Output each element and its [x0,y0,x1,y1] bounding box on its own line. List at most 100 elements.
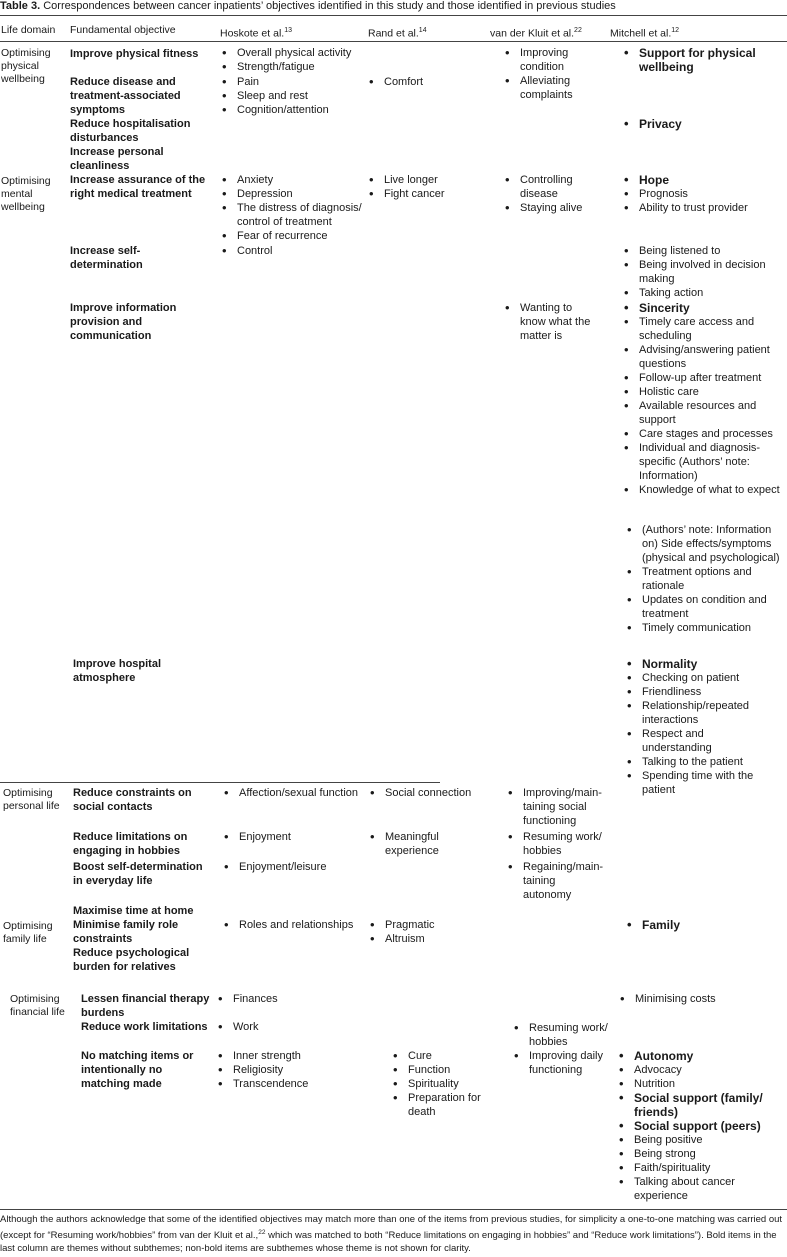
list-item: The distress of diagnosis/ control of tr… [220,201,370,229]
header-rand: Rand et al.14 [368,24,427,41]
objective-family-role: Minimise family role constraints [73,919,179,945]
list-item: Fight cancer [367,187,485,201]
header-mitchell: Mitchell et al.12 [610,24,679,41]
list-item: Affection/sexual function [222,786,372,800]
header-hoskote: Hoskote et al.13 [220,24,292,41]
list-item: Meaningful experience [368,830,468,858]
list-item: Being positive [617,1133,785,1147]
footnote-ref: 22 [258,1229,266,1236]
list-item: Minimising costs [618,992,778,1006]
header-rand-ref: 14 [418,27,427,34]
objective-no-matching: No matching items or intentionally no ma… [81,1050,194,1090]
list-item: Advising/answering patient questions [622,343,782,371]
objective-information-provision: Improve information provision and commun… [70,302,177,342]
hoskote-boost-list: Enjoyment/leisure [222,860,372,874]
list-item: Spending time with the patient [625,769,775,797]
mitchell-assurance-list: HopePrognosisAbility to trust provider [622,173,772,215]
mitchell-atmosphere-list: NormalityChecking on patientFriendliness… [625,657,775,797]
bottom-rule [0,1209,787,1210]
list-item: Sincerity [622,301,782,315]
list-item: Treatment options and rationale [625,565,780,593]
list-item: Regaining/main-taining autonomy [506,860,606,902]
list-item: Checking on patient [625,671,775,685]
list-item: Finances [216,992,366,1006]
hoskote-work-list: Work [216,1020,366,1034]
list-item: Improving condition [503,46,603,74]
list-item: Ability to trust provider [622,201,772,215]
objective-physical-fitness: Improve physical fitness [70,48,199,60]
header-vdk-label: van der Kluit et al. [490,27,575,40]
vdk-fitness-list: Improving conditionAlleviating complaint… [503,46,603,102]
list-item: Strength/fatigue [220,60,368,74]
list-item: Roles and relationships [222,918,372,932]
list-item: Controlling disease [503,173,603,201]
personal-life-separator [0,782,440,783]
list-item: Social connection [368,786,478,800]
objective-hospitalisation-disturbances: Reduce hospitalisation disturbances [70,118,191,144]
header-rand-label: Rand et al. [368,27,419,40]
list-item: Talking about cancer experience [617,1175,785,1203]
header-mitchell-label: Mitchell et al. [610,27,672,40]
hoskote-role-list: Roles and relationships [222,918,372,932]
objective-time-at-home: Maximise time at home [73,905,194,917]
table-title: Correspondences between cancer inpatient… [43,0,616,12]
mitchell-selfdet-list: Being listened toBeing involved in decis… [622,244,772,300]
hoskote-assurance-list: AnxietyDepressionThe distress of diagnos… [220,173,370,243]
list-item: Transcendence [216,1077,366,1091]
hoskote-fitness-list: Overall physical activityStrength/fatigu… [220,46,368,74]
header-hoskote-label: Hoskote et al. [220,27,285,40]
rand-hobbies-list: Meaningful experience [368,830,468,858]
table-footnote: Although the authors acknowledge that so… [0,1213,787,1255]
list-item: Timely communication [625,621,780,635]
list-item: Pragmatic [368,918,478,932]
list-item: Social support (family/ friends) [617,1091,785,1119]
list-item: Talking to the patient [625,755,775,769]
domain-mental: Optimising mental wellbeing [1,175,51,213]
list-item: Prognosis [622,187,772,201]
list-item: Pain [220,75,368,89]
objective-boost-self-determination: Boost self-determination in everyday lif… [73,861,203,887]
domain-family: Optimising family life [3,920,53,945]
list-item: Social support (peers) [617,1119,785,1133]
list-item: Sleep and rest [220,89,368,103]
list-item: Knowledge of what to expect [622,483,782,497]
objective-assurance-treatment: Increase assurance of the right medical … [70,174,206,200]
domain-financial: Optimising financial life [10,993,65,1018]
list-item: Individual and diagnosis-specific (Autho… [622,441,782,483]
list-item: Improving daily functioning [512,1049,612,1077]
table-caption: Table 3. Correspondences between cancer … [0,0,787,13]
footnote-part1: Although the authors acknowledge that so… [0,1214,783,1242]
header-vdk: van der Kluit et al.22 [490,24,582,41]
header-hoskote-ref: 13 [284,27,292,34]
list-item: Comfort [367,75,485,89]
list-item: Privacy [622,117,762,131]
list-item: Timely care access and scheduling [622,315,782,343]
list-item: Improving/main-taining social functionin… [506,786,606,828]
hoskote-social-list: Affection/sexual function [222,786,372,800]
mitchell-fitness-list: Support for physical wellbeing [622,46,762,74]
list-item: Overall physical activity [220,46,368,60]
list-item: Enjoyment [222,830,372,844]
objective-personal-cleanliness: Increase personal cleanliness [70,146,164,172]
list-item: Relationship/repeated interactions [625,699,775,727]
list-item: Staying alive [503,201,603,215]
footnote-part2: which was matched to both “Reduce limita… [0,1230,777,1255]
rand-disease-list: Comfort [367,75,485,89]
hoskote-disease-list: PainSleep and restCognition/attention [220,75,368,117]
list-item: Inner strength [216,1049,366,1063]
mitchell-privacy-list: Privacy [622,117,762,131]
list-item: Resuming work/ hobbies [512,1021,612,1049]
vdk-info-list: Wanting to know what the matter is [503,301,598,343]
objective-social-contacts: Reduce constraints on social contacts [73,787,192,813]
list-item: Cure [391,1049,486,1063]
list-item: Fear of recurrence [220,229,370,243]
list-item: Work [216,1020,366,1034]
list-item: Anxiety [220,173,370,187]
objective-disease-symptoms: Reduce disease and treatment-associated … [70,76,181,116]
list-item: Religiosity [216,1063,366,1077]
list-item: Resuming work/ hobbies [506,830,606,858]
list-item: Holistic care [622,385,782,399]
mitchell-nomatch-list: AutonomyAdvocacyNutritionSocial support … [617,1049,785,1203]
mitchell-info-list-cont: (Authors’ note: Information on) Side eff… [625,523,780,635]
